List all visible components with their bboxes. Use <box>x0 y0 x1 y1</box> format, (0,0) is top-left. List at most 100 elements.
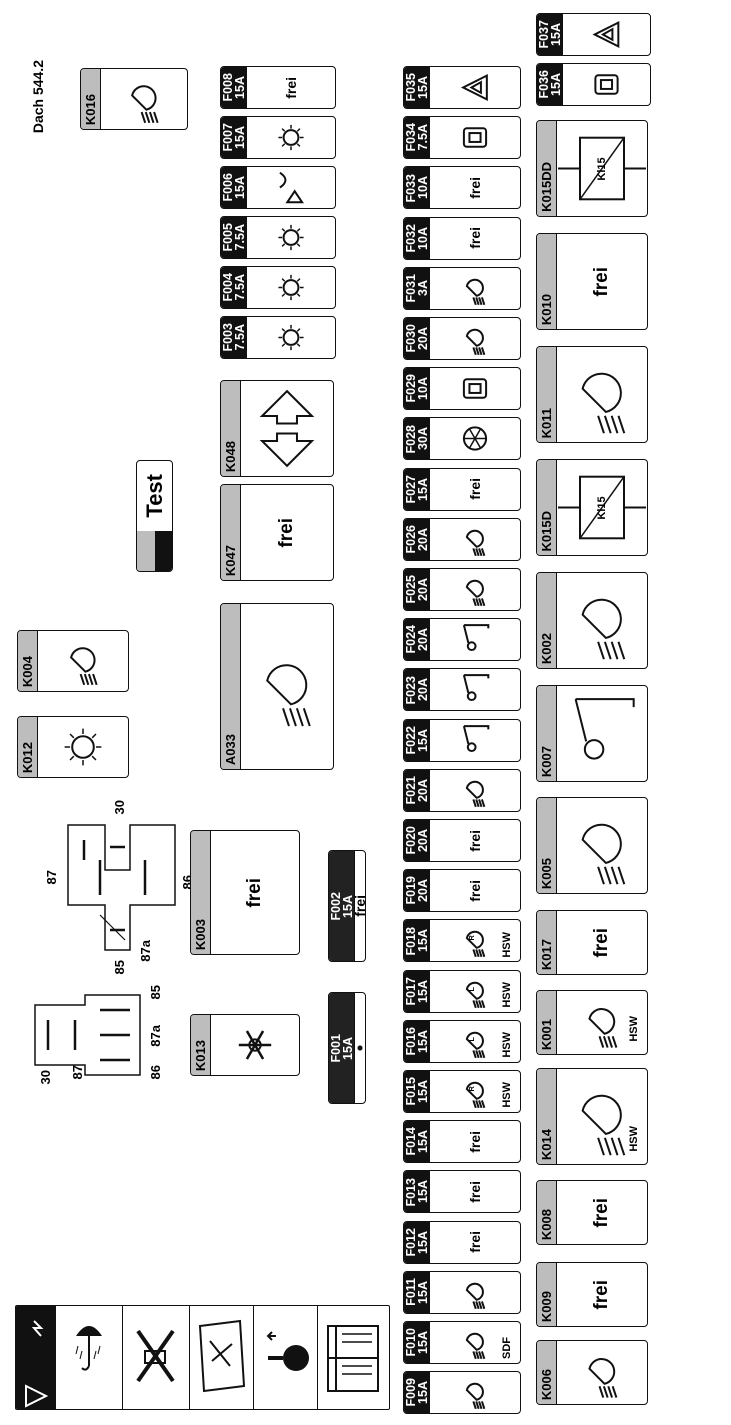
relay-k002[interactable]: K002 <box>536 572 648 669</box>
headlight-icon <box>465 278 486 305</box>
relay-k004[interactable]: K004 <box>17 630 129 692</box>
fuse-amp: 15A <box>232 126 247 149</box>
relay-k048[interactable]: K048 <box>220 380 334 477</box>
fuse-amp: 15A <box>415 1029 430 1053</box>
relay-content: frei <box>557 1181 647 1244</box>
relay-k011[interactable]: K011 <box>536 346 648 443</box>
fuse-content <box>247 167 335 208</box>
relay-k016[interactable]: K016 <box>80 68 188 130</box>
fuse-id: F028 <box>403 424 418 454</box>
fuse-id: F014 <box>403 1127 418 1156</box>
fuse-id: F018 <box>403 926 418 956</box>
umbrella-rain-icon <box>56 1306 123 1409</box>
fuse-amp: 15A <box>415 1331 430 1354</box>
fuse-content <box>430 418 520 459</box>
fuse-amp: 20A <box>415 879 430 903</box>
fuse-amp: 20A <box>415 527 430 551</box>
headlight-icon <box>588 1358 618 1398</box>
relay-label-bar: K008 <box>537 1181 557 1244</box>
fuse-amp: 10A <box>415 226 430 250</box>
relay-k005[interactable]: K005 <box>536 797 648 894</box>
relay-label-bar: K009 <box>537 1263 557 1326</box>
fuse-id: F016 <box>403 1027 418 1056</box>
headlight-hsw-icon <box>581 1094 626 1156</box>
relay-content <box>101 69 187 129</box>
relay-a033[interactable]: A033 <box>220 603 334 770</box>
fuse-amp: 15A <box>548 73 563 96</box>
relay-id: K004 <box>19 655 35 687</box>
relay-k013[interactable]: K013 <box>190 1014 300 1076</box>
pin-87a-label: 87a <box>148 1025 163 1047</box>
fuse-amp: 7.5A <box>415 124 430 151</box>
relay-content <box>557 347 647 442</box>
fuse-id: F030 <box>403 324 418 353</box>
fuse-amp: 15A <box>415 1381 430 1405</box>
pin-86-label: 86 <box>148 1065 163 1080</box>
fuse-content <box>430 619 520 660</box>
headlight-icon <box>131 85 159 124</box>
fuse-amp: 7.5A <box>232 324 247 351</box>
relay-k007[interactable]: K007 <box>536 685 648 782</box>
fuse-content <box>430 67 520 108</box>
relay-id: K048 <box>222 440 238 472</box>
relay-k006[interactable]: K006 <box>536 1340 648 1405</box>
test-button[interactable]: Test <box>136 460 173 572</box>
headlight-l-icon: L <box>465 1031 486 1058</box>
free-label: frei <box>467 1231 483 1253</box>
relay-k012[interactable]: K012 <box>17 716 129 778</box>
free-label: frei <box>244 877 265 908</box>
